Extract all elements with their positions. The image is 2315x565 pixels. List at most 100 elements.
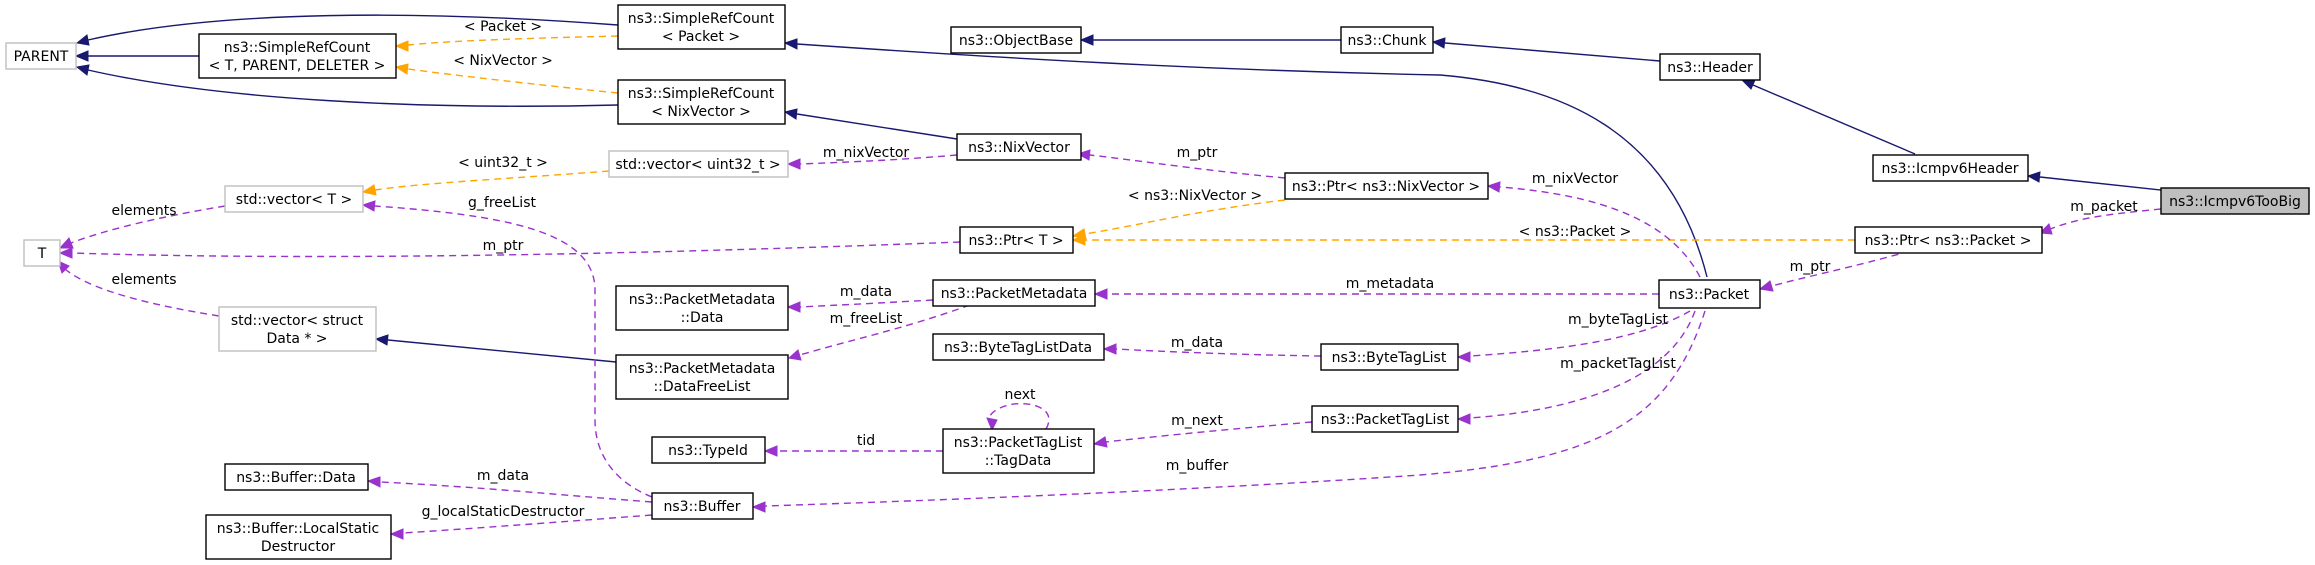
node-nixvector[interactable]: ns3::NixVector: [956, 133, 1082, 161]
edge-simplerefcount-nixvector-template: < NixVector >: [394, 53, 619, 94]
svg-text:Data * >: Data * >: [266, 331, 327, 347]
edge-tid: tid: [763, 433, 944, 457]
svg-text:ns3::SimpleRefCount: ns3::SimpleRefCount: [628, 11, 775, 27]
edge-m-bytetaglist: m_byteTagList: [1456, 310, 1691, 363]
svg-text:ns3::PacketMetadata: ns3::PacketMetadata: [941, 286, 1088, 302]
node-packettaglist-tagdata[interactable]: ns3::PacketTagList ::TagData: [942, 428, 1095, 474]
edge-label-g-localstatic: g_localStaticDestructor: [422, 504, 585, 520]
node-objectbase[interactable]: ns3::ObjectBase: [950, 26, 1082, 54]
svg-text:std::vector< T >: std::vector< T >: [236, 192, 352, 208]
edge-label-m-ptr-t: m_ptr: [483, 238, 524, 254]
edge-m-ptr-packet: m_ptr: [1758, 250, 1911, 292]
node-simplerefcount-packet[interactable]: ns3::SimpleRefCount < Packet >: [617, 4, 786, 50]
svg-text:ns3::PacketTagList: ns3::PacketTagList: [954, 435, 1083, 451]
edge-m-packettaglist: m_packetTagList: [1456, 310, 1696, 425]
edge-m-metadata: m_metadata: [1093, 276, 1659, 300]
node-parent[interactable]: PARENT: [5, 42, 77, 70]
node-ptr-nixvector[interactable]: ns3::Ptr< ns3::NixVector >: [1284, 172, 1489, 200]
edge-label-nixvector-ptr-tpl: < ns3::NixVector >: [1128, 188, 1262, 204]
svg-text:ns3::Header: ns3::Header: [1667, 60, 1753, 76]
svg-text:ns3::ByteTagList: ns3::ByteTagList: [1332, 350, 1447, 366]
edge-m-freelist: m_freeList: [787, 304, 971, 361]
edge-label-m-data-buffer: m_data: [477, 468, 529, 484]
edge-ptr-nixvector-template: < ns3::NixVector >: [1071, 188, 1286, 240]
edge-m-data-metadata: m_data: [786, 284, 934, 313]
edge-label-tid: tid: [857, 433, 875, 449]
svg-text:::Data: ::Data: [681, 310, 724, 326]
node-buffer-localstatic-destructor[interactable]: ns3::Buffer::LocalStatic Destructor: [205, 514, 392, 560]
svg-text:ns3::Buffer::Data: ns3::Buffer::Data: [236, 470, 356, 486]
node-simplerefcount-nixvector[interactable]: ns3::SimpleRefCount < NixVector >: [617, 79, 786, 125]
svg-text:ns3::PacketMetadata: ns3::PacketMetadata: [629, 361, 776, 377]
edge-packet-to-simplerefcount-packet: [783, 38, 1708, 278]
node-icmpv6header[interactable]: ns3::Icmpv6Header: [1872, 154, 2029, 182]
node-simplerefcount-template[interactable]: ns3::SimpleRefCount < T, PARENT, DELETER…: [198, 33, 397, 79]
edge-vector-uint32-template: < uint32_t >: [361, 155, 610, 196]
svg-text:ns3::Buffer::LocalStatic: ns3::Buffer::LocalStatic: [217, 521, 380, 537]
svg-text:ns3::SimpleRefCount: ns3::SimpleRefCount: [628, 86, 775, 102]
edge-m-data-bytetaglist: m_data: [1102, 335, 1322, 357]
node-vector-struct[interactable]: std::vector< struct Data * >: [218, 306, 377, 352]
svg-text:ns3::Icmpv6TooBig: ns3::Icmpv6TooBig: [2169, 194, 2301, 210]
edge-m-ptr-t: m_ptr: [58, 238, 961, 259]
svg-text:ns3::ObjectBase: ns3::ObjectBase: [959, 33, 1073, 49]
svg-text:PARENT: PARENT: [14, 49, 69, 65]
edge-label-m-nixvector-packet: m_nixVector: [1532, 171, 1619, 187]
node-bytetaglist[interactable]: ns3::ByteTagList: [1320, 343, 1459, 371]
node-bytetaglistdata[interactable]: ns3::ByteTagListData: [932, 333, 1105, 361]
edge-label-m-ptr-packet: m_ptr: [1790, 259, 1831, 275]
edge-label-m-freelist: m_freeList: [830, 311, 903, 327]
node-chunk[interactable]: ns3::Chunk: [1340, 26, 1434, 54]
svg-text:ns3::NixVector: ns3::NixVector: [968, 140, 1070, 156]
svg-text:ns3::Ptr< ns3::NixVector >: ns3::Ptr< ns3::NixVector >: [1292, 179, 1480, 195]
edge-label-m-next: m_next: [1171, 413, 1223, 429]
svg-text:ns3::ByteTagListData: ns3::ByteTagListData: [944, 340, 1092, 356]
edge-label-m-buffer: m_buffer: [1166, 458, 1229, 474]
edge-label-packet-tpl: < Packet >: [464, 19, 542, 35]
edge-label-m-bytetaglist: m_byteTagList: [1568, 312, 1669, 328]
node-packet[interactable]: ns3::Packet: [1658, 279, 1761, 309]
node-typeid[interactable]: ns3::TypeId: [651, 436, 766, 464]
svg-text:ns3::SimpleRefCount: ns3::SimpleRefCount: [224, 40, 371, 56]
edge-label-m-metadata: m_metadata: [1346, 276, 1435, 292]
svg-text:ns3::TypeId: ns3::TypeId: [668, 443, 748, 459]
edge-datafreelist-to-vector-struct: [374, 334, 617, 363]
edge-g-localstatic: g_localStaticDestructor: [389, 504, 653, 540]
node-icmpv6toobig[interactable]: ns3::Icmpv6TooBig: [2160, 187, 2310, 215]
node-t[interactable]: T: [23, 239, 61, 267]
svg-text:T: T: [37, 246, 47, 262]
edge-label-uint32-tpl: < uint32_t >: [458, 155, 548, 171]
svg-text:ns3::Ptr< ns3::Packet >: ns3::Ptr< ns3::Packet >: [1865, 233, 2032, 249]
edge-m-nixvector-vector: m_nixVector: [786, 145, 958, 170]
node-vector-uint32[interactable]: std::vector< uint32_t >: [608, 150, 789, 178]
edge-m-ptr-nixvector: m_ptr: [1076, 145, 1286, 179]
svg-text:::DataFreeList: ::DataFreeList: [653, 379, 751, 395]
node-packetmetadata[interactable]: ns3::PacketMetadata: [932, 279, 1096, 307]
edge-elements-struct: elements: [57, 260, 220, 317]
edge-m-next: m_next: [1092, 413, 1313, 448]
node-buffer-data[interactable]: ns3::Buffer::Data: [224, 463, 369, 491]
edge-label-packet-ptr-tpl: < ns3::Packet >: [1519, 224, 1632, 240]
svg-text:Destructor: Destructor: [261, 539, 336, 555]
edge-label-elements-t: elements: [111, 203, 176, 219]
svg-text:ns3::Chunk: ns3::Chunk: [1347, 33, 1427, 49]
svg-text:ns3::Ptr< T >: ns3::Ptr< T >: [968, 233, 1063, 249]
node-packetmetadata-data[interactable]: ns3::PacketMetadata ::Data: [615, 285, 789, 331]
node-ptr-t[interactable]: ns3::Ptr< T >: [959, 226, 1074, 254]
svg-text:std::vector< struct: std::vector< struct: [231, 313, 364, 329]
node-ptr-packet[interactable]: ns3::Ptr< ns3::Packet >: [1854, 226, 2043, 254]
edge-label-m-data-bytetag: m_data: [1171, 335, 1223, 351]
edge-next-self: next: [986, 387, 1050, 432]
node-header[interactable]: ns3::Header: [1659, 53, 1761, 81]
node-vector-t[interactable]: std::vector< T >: [224, 185, 364, 213]
node-packetmetadata-datafreelist[interactable]: ns3::PacketMetadata ::DataFreeList: [615, 354, 789, 400]
edge-header-to-chunk: [1431, 37, 1661, 62]
edge-simplerefcount-to-parent: [74, 50, 199, 62]
edge-nixvector-to-simplerefcount-nixvector: [783, 108, 958, 140]
edge-m-buffer: m_buffer: [751, 310, 1706, 513]
node-packettaglist[interactable]: ns3::PacketTagList: [1311, 405, 1459, 433]
svg-text:ns3::Buffer: ns3::Buffer: [664, 499, 741, 515]
edge-label-g-freelist: g_freeList: [468, 195, 536, 211]
node-buffer[interactable]: ns3::Buffer: [651, 492, 754, 520]
